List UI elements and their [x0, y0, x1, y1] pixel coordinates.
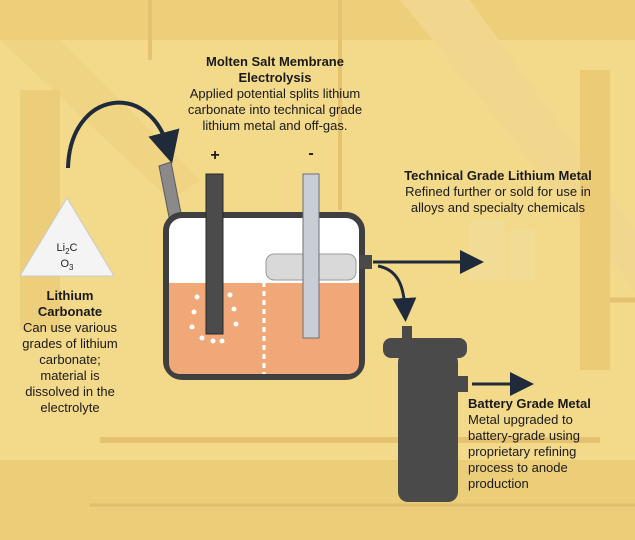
lithium-carbonate-desc-line: electrolyte: [40, 400, 100, 415]
lithium-carbonate-desc-line: Can use various: [23, 320, 117, 335]
electrolysis-label: Molten Salt Membrane Electrolysis Applie…: [170, 54, 380, 134]
lithium-carbonate-desc-line: grades of lithium: [22, 336, 118, 351]
battery-grade-desc-line: battery-grade using: [468, 428, 581, 443]
technical-grade-label: Technical Grade Lithium Metal Refined fu…: [388, 168, 608, 216]
positive-electrode-label: +: [210, 147, 220, 164]
formula-line-2: O3: [60, 258, 74, 273]
refining-cylinder-cap: [402, 326, 412, 340]
battery-grade-label: Battery Grade Metal Metal upgraded to ba…: [468, 396, 618, 492]
anode-electrode: [205, 173, 224, 335]
battery-grade-title: Battery Grade Metal: [468, 396, 591, 411]
electrolysis-desc-line-2: carbonate into technical grade: [187, 102, 363, 117]
gas-bubbles: [189, 292, 239, 344]
lithium-carbonate-title-line-1: Lithium: [46, 288, 94, 303]
electrolysis-title-line-1: Molten Salt Membrane: [206, 54, 344, 69]
feed-arrow: [66, 100, 180, 169]
battery-grade-desc-line: process to anode: [468, 460, 568, 475]
electrolysis-desc-line-1: Applied potential splits lithium: [189, 86, 361, 101]
technical-grade-title: Technical Grade Lithium Metal: [404, 168, 592, 183]
refining-cylinder-port: [458, 376, 468, 392]
electrolysis-desc-line-3: lithium metal and off-gas.: [202, 118, 348, 133]
outlet-port: [359, 255, 372, 269]
battery-grade-desc-line: production: [468, 476, 529, 491]
lithium-carbonate-title-line-2: Carbonate: [37, 304, 103, 319]
lithium-carbonate-triangle: [19, 197, 115, 277]
lithium-carbonate-label: Lithium Carbonate Can use various grades…: [12, 288, 128, 416]
technical-grade-desc-line-2: alloys and specialty chemicals: [410, 200, 586, 215]
lithium-carbonate-desc-line: carbonate;: [39, 352, 101, 367]
refining-arrow: [377, 264, 417, 322]
cathode-electrode: [302, 173, 320, 339]
formula-line-1: Li2C: [56, 242, 78, 257]
electrolysis-title-line-2: Electrolysis: [238, 70, 312, 85]
battery-grade-desc-line: proprietary refining: [468, 444, 577, 459]
lithium-carbonate-formula: Li2C O3: [45, 242, 89, 274]
lithium-carbonate-desc-line: dissolved in the: [25, 384, 115, 399]
refining-cylinder-body: [398, 352, 458, 502]
technical-grade-desc-line-1: Refined further or sold for use in: [405, 184, 591, 199]
battery-grade-desc-line: Metal upgraded to: [468, 412, 573, 427]
negative-electrode-label: -: [308, 145, 314, 162]
lithium-carbonate-desc-line: material is: [40, 368, 100, 383]
